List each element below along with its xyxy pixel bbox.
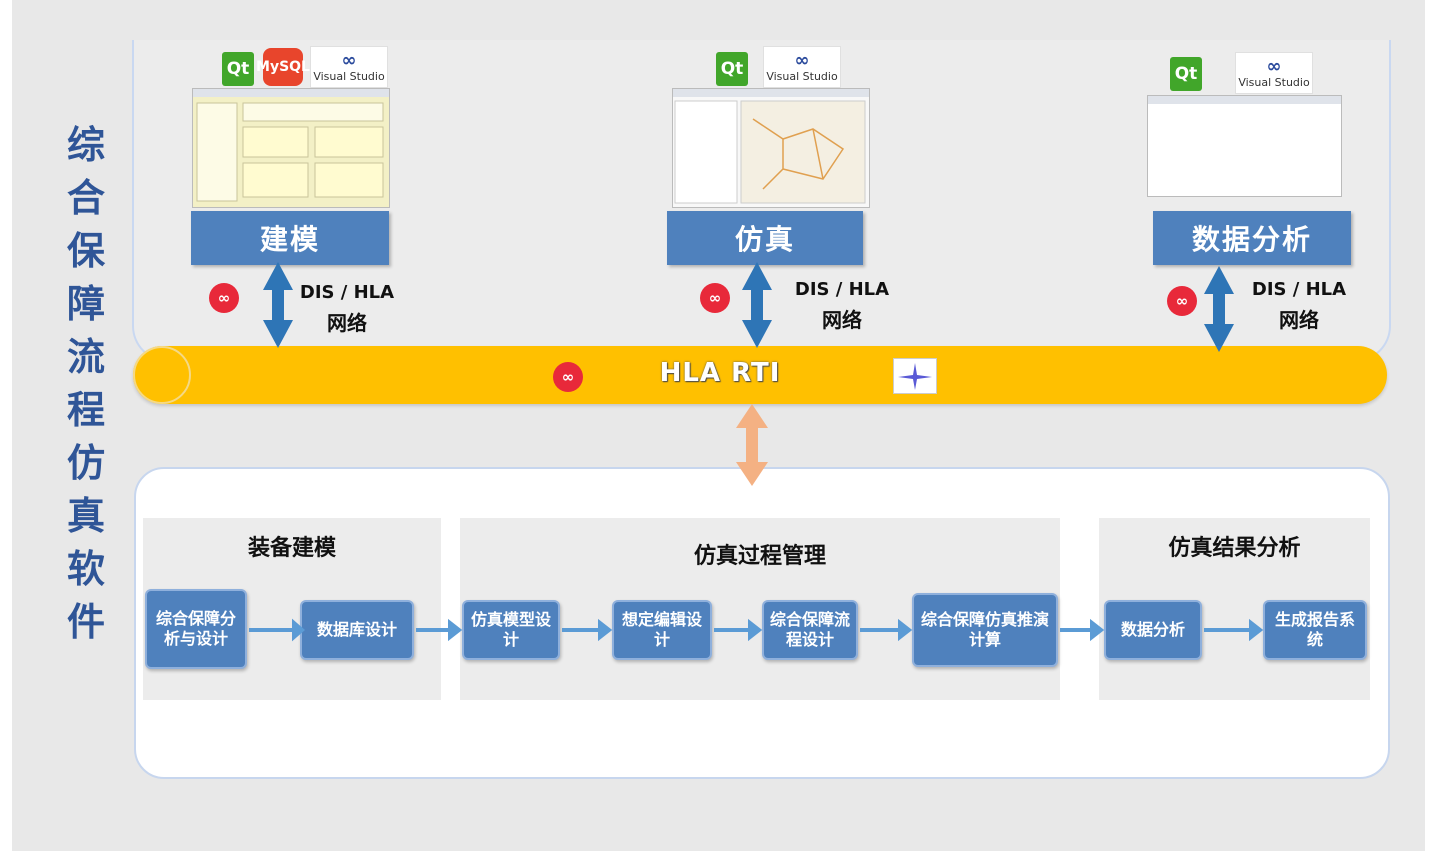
- network-text: 网络: [1279, 308, 1319, 332]
- step-data-analysis: 数据分析: [1104, 600, 1202, 660]
- flow-arrow: [416, 618, 463, 642]
- screenshot-content: [674, 100, 866, 204]
- qt-logo: Qt: [1170, 57, 1202, 91]
- stage-title: 仿真结果分析: [1168, 536, 1301, 561]
- visual-studio-logo: ∞ Visual Studio: [1235, 52, 1313, 94]
- visual-studio-icon: ∞: [341, 49, 357, 71]
- step-process-design: 综合保障流程设计: [762, 600, 858, 660]
- analysis-screenshot: [1147, 95, 1342, 197]
- link-icon: ∞: [1167, 286, 1197, 316]
- screenshot-toolbar: [673, 89, 869, 97]
- network-label: DIS / HLA 网络: [1244, 275, 1354, 335]
- hla-rti-bus: [133, 346, 1387, 404]
- network-label: DIS / HLA 网络: [787, 275, 897, 335]
- screenshot-toolbar: [1148, 96, 1341, 104]
- step-support-analysis: 综合保障分析与设计: [145, 589, 247, 669]
- flow-arrow: [249, 618, 306, 642]
- qt-logo: Qt: [716, 52, 748, 86]
- bus-end-cap: [133, 346, 191, 404]
- step-scenario-design: 想定编辑设计: [612, 600, 712, 660]
- stage-title: 装备建模: [247, 536, 336, 561]
- flow-arrow: [714, 618, 763, 642]
- double-arrow: [263, 262, 293, 348]
- double-arrow: [742, 262, 772, 348]
- mysql-logo: MySQL: [256, 48, 310, 86]
- step-model-design: 仿真模型设计: [462, 600, 560, 660]
- title-char: 障: [66, 281, 105, 326]
- title-char: 软: [66, 546, 105, 591]
- double-arrow: [1204, 266, 1234, 352]
- visual-studio-logo: ∞ Visual Studio: [310, 46, 388, 88]
- network-label: DIS / HLA 网络: [292, 278, 402, 338]
- data-analysis-module: 数据分析: [1153, 211, 1351, 265]
- link-icon: ∞: [209, 283, 239, 313]
- visual-studio-logo: ∞ Visual Studio: [763, 46, 841, 88]
- flow-arrow: [1204, 618, 1264, 642]
- step-simulation-calculation: 综合保障仿真推演计算: [912, 593, 1058, 667]
- modeling-screenshot: [192, 88, 390, 208]
- stage-title: 仿真过程管理: [693, 544, 826, 569]
- visual-studio-icon: ∞: [1266, 55, 1282, 77]
- modeling-module: 建模: [191, 211, 389, 265]
- vertical-title: 综 合 保 障 流 程 仿 真 软 件: [58, 118, 114, 648]
- simulation-screenshot: [672, 88, 870, 208]
- title-char: 真: [66, 493, 105, 538]
- flow-arrow: [860, 618, 913, 642]
- screenshot-content: [196, 102, 384, 202]
- qt-logo: Qt: [222, 52, 254, 86]
- network-protocol: DIS / HLA: [299, 282, 395, 303]
- double-arrow: [736, 404, 768, 486]
- network-text: 网络: [822, 308, 862, 332]
- flow-arrow: [1060, 618, 1105, 642]
- visual-studio-text: Visual Studio: [313, 69, 385, 83]
- visual-studio-text: Visual Studio: [1238, 75, 1310, 89]
- hla-rti-label: HLA RTI: [659, 358, 781, 388]
- simulation-module: 仿真: [667, 211, 863, 265]
- title-char: 程: [66, 387, 105, 432]
- visual-studio-icon: ∞: [794, 49, 810, 71]
- title-char: 合: [66, 175, 105, 220]
- screenshot-toolbar: [193, 89, 389, 97]
- title-char: 保: [66, 228, 105, 273]
- link-icon: ∞: [700, 283, 730, 313]
- title-char: 流: [66, 334, 105, 379]
- hla-rti-icon: [893, 358, 937, 394]
- title-char: 综: [66, 122, 105, 167]
- hla-rti-glyph: [898, 363, 932, 390]
- flow-arrow: [562, 618, 613, 642]
- title-char: 件: [66, 599, 105, 644]
- title-char: 仿: [66, 440, 105, 485]
- network-protocol: DIS / HLA: [794, 279, 890, 300]
- visual-studio-text: Visual Studio: [766, 69, 838, 83]
- link-icon: ∞: [553, 362, 583, 392]
- step-report-system: 生成报告系统: [1263, 600, 1367, 660]
- network-text: 网络: [327, 311, 367, 335]
- network-protocol: DIS / HLA: [1251, 279, 1347, 300]
